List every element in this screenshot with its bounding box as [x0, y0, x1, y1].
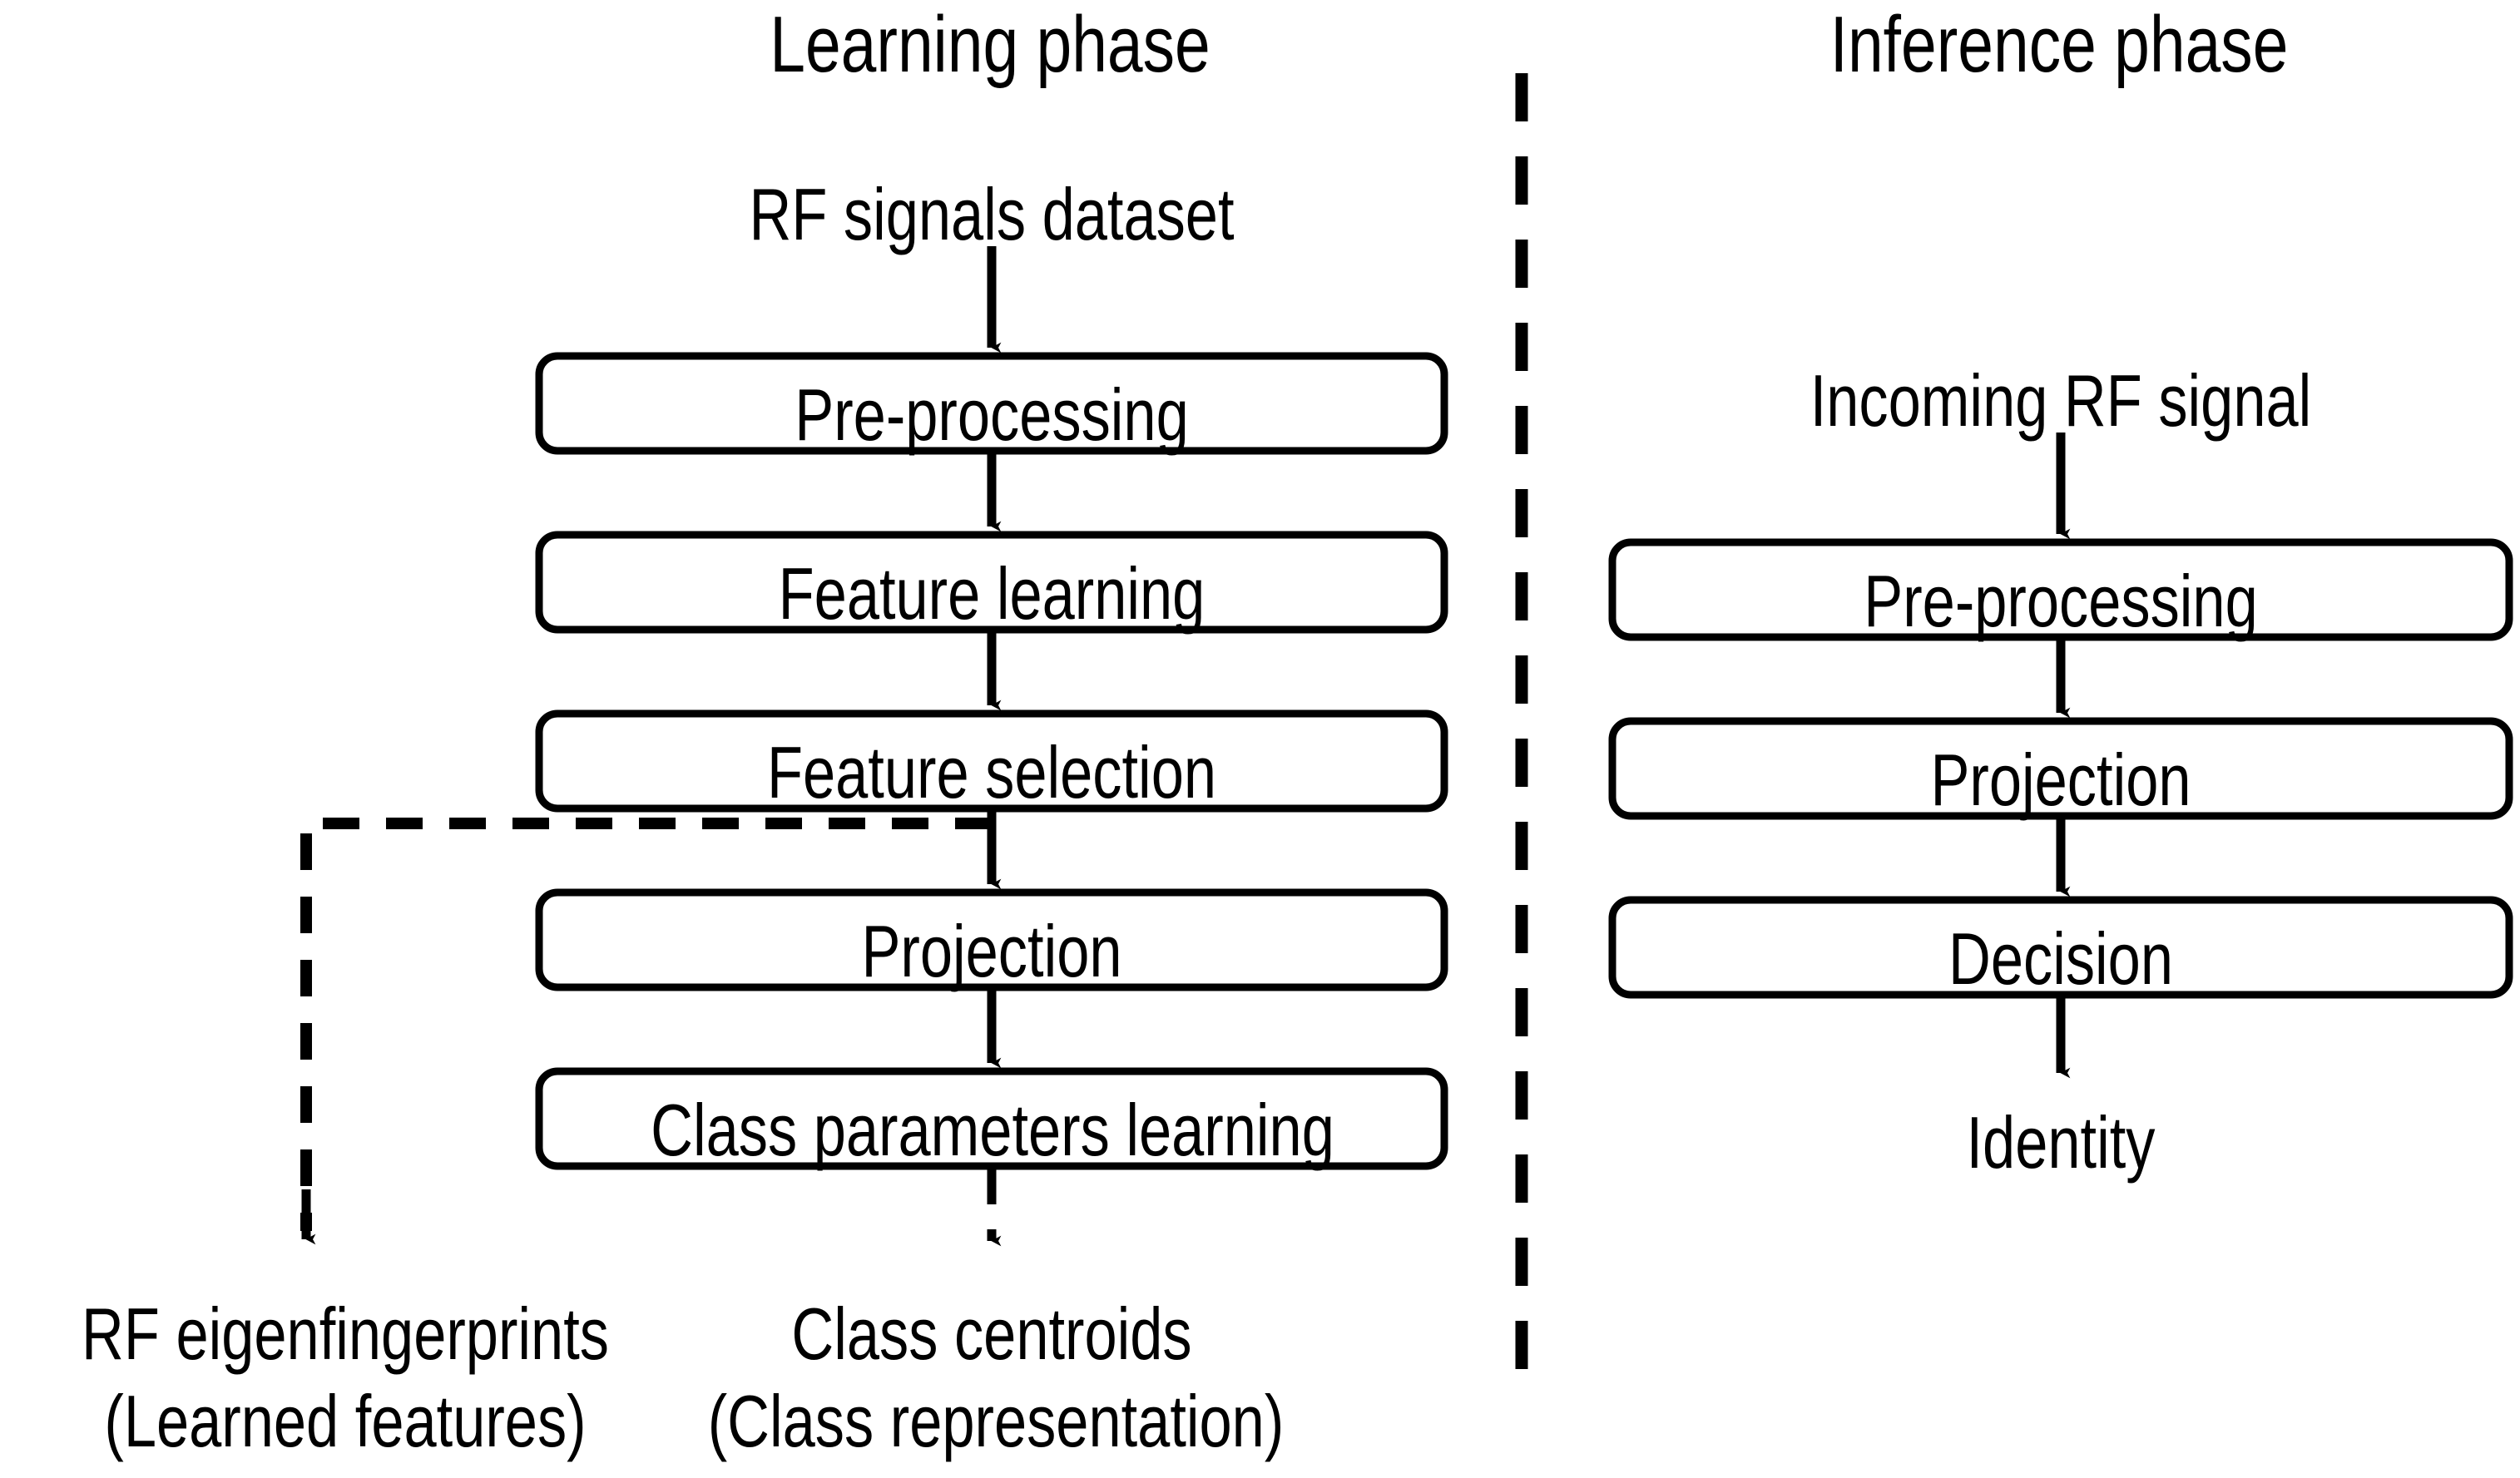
inference-input-label: Incoming RF signal — [1810, 359, 2312, 442]
output-identity-label: Identity — [1966, 1101, 2156, 1184]
output-rf-eigenfingerprints-line2: (Learned features) — [104, 1380, 587, 1462]
box-label-projection-learning[interactable]: Projection — [861, 910, 1122, 992]
box-label-preprocessing-learning[interactable]: Pre-processing — [795, 373, 1189, 456]
learning-input-label: RF signals dataset — [749, 173, 1235, 255]
box-label-preprocessing-inference[interactable]: Pre-processing — [1864, 560, 2258, 642]
box-label-class-parameters-learning[interactable]: Class parameters learning — [651, 1089, 1334, 1171]
inference-phase-title: Inference phase — [1829, 0, 2289, 89]
output-class-centroids-line1: Class centroids — [791, 1293, 1192, 1375]
box-label-decision-inference[interactable]: Decision — [1948, 917, 2173, 1000]
dashed-feedback-path — [300, 818, 992, 1245]
box-label-feature-learning[interactable]: Feature learning — [778, 552, 1206, 635]
learning-phase-title: Learning phase — [770, 0, 1210, 89]
box-label-projection-inference[interactable]: Projection — [1930, 739, 2191, 821]
box-label-feature-selection[interactable]: Feature selection — [766, 731, 1217, 813]
output-class-centroids-line2: (Class representation) — [707, 1380, 1285, 1462]
output-rf-eigenfingerprints-line1: RF eigenfingerprints — [82, 1293, 609, 1375]
